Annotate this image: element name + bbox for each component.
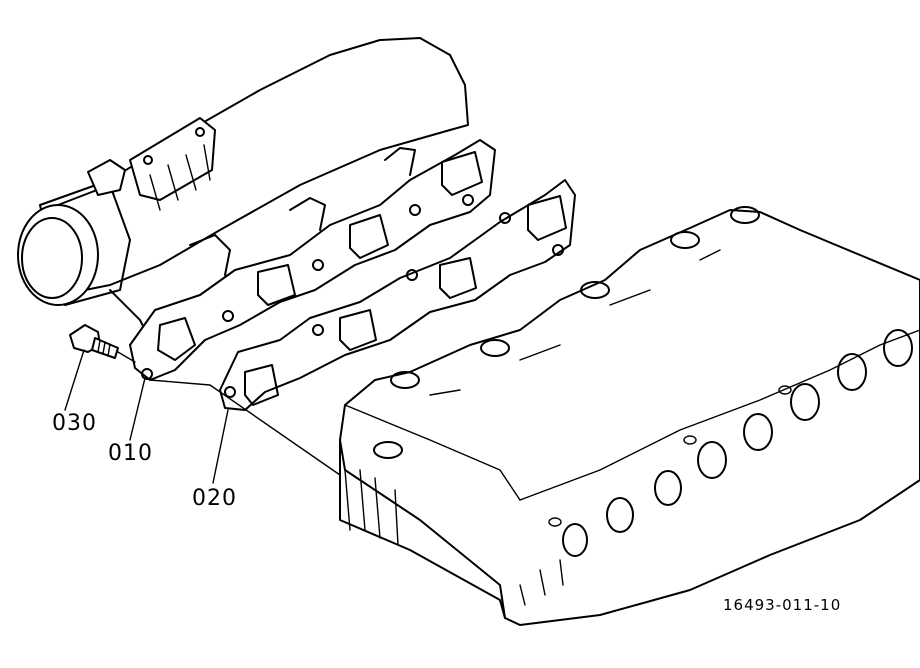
exhaust-manifold — [17, 37, 469, 341]
port-bores — [562, 329, 913, 557]
leader-020 — [212, 409, 229, 484]
head-bolt-bosses — [373, 206, 792, 527]
leader-010 — [129, 377, 146, 441]
leader-lines — [64, 349, 341, 484]
callout-020: 020 — [192, 486, 237, 511]
callout-030: 030 — [52, 411, 97, 436]
manifold-gasket-010 — [129, 139, 496, 381]
cylinder-head — [339, 206, 920, 626]
leader-030 — [64, 349, 85, 411]
bolt-030 — [69, 324, 119, 359]
callout-010: 010 — [108, 441, 153, 466]
drawing-number: 16493-011-10 — [723, 596, 842, 614]
head-gasket-020 — [219, 179, 576, 411]
